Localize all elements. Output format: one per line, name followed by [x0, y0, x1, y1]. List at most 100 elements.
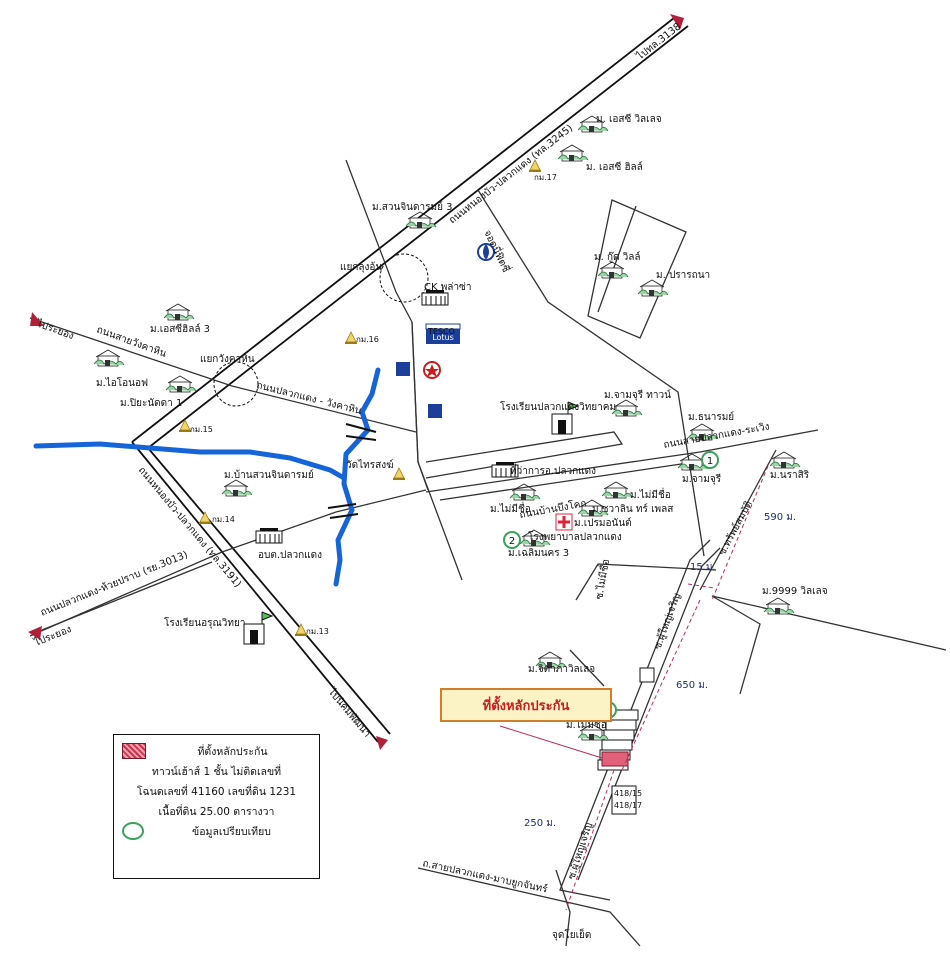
east-loop-road [477, 189, 705, 557]
highway-3245-edge [147, 25, 689, 449]
legend-row: โฉนดเลขที่ 41160 เลขที่ดิน 1231 [122, 781, 311, 801]
legend-row-subject: ที่ตั้งหลักประกัน [122, 741, 311, 761]
villa-9999-road [711, 595, 761, 695]
svg-text:1: 1 [707, 456, 713, 467]
gas-station-icon [396, 362, 410, 376]
subject-parcel [601, 751, 629, 767]
label-obt: อบต.ปลวกแดง [258, 550, 322, 561]
label-good-ville: ม. กู๊ด วิลล์ [594, 251, 641, 263]
label-sc-hill-3: ม.เอสซีฮิลล์ 3 [150, 323, 210, 335]
bridge-icon [327, 503, 359, 519]
label-jitapha-village: ม.จิตาภาวิลเลจ [528, 664, 595, 675]
wang-kha-hin-road [29, 317, 417, 433]
label-ck-plaza: CK พล่าซ่า [424, 282, 471, 293]
central-road-2 [411, 321, 429, 491]
comparable-marker-2: 2 [503, 531, 521, 549]
distance-line-250 [565, 769, 615, 911]
highway-3245 [131, 17, 675, 443]
label-home-villa: ม.ไอโอนอฟ [96, 376, 148, 389]
label-prem-anan: ม.เปรมอนันต์ [574, 517, 632, 529]
label-km14: กม.14 [212, 515, 235, 524]
label-distance-650: 650 ม. [676, 680, 708, 691]
village-icon [93, 349, 125, 367]
label-phu-yai-soi: ซ.ผู้ใหญ่เจริญ [652, 591, 683, 651]
village-icon [597, 261, 629, 279]
ptt-gas-icon [477, 243, 495, 261]
label-km17: กม.17 [534, 173, 557, 182]
label-villa-9999: ม.9999 วิลเลจ [762, 586, 828, 597]
jintana-lane [569, 649, 605, 687]
label-to-nikhom: ไปนิคมพัฒนา [325, 685, 373, 739]
label-pluak-wang-road: ถนนปลวกแดง - วังคาหิน [255, 380, 363, 417]
highway-3191-edge [147, 447, 391, 735]
label-to-rayong-bottom: ไประยอง [32, 623, 74, 649]
legend-item: โฉนดเลขที่ 41160 เลขที่ดิน 1231 [136, 785, 297, 798]
label-to-3138: ไปทล.3138 [634, 20, 684, 63]
phu-yai-soi-edge [577, 547, 721, 881]
label-km13: กม.13 [306, 627, 329, 636]
label-sc-villa: ม. เอสซี วิลเลจ [596, 113, 662, 125]
school-icon [551, 401, 580, 435]
school-icon [243, 611, 274, 645]
arrow-icon [30, 312, 44, 326]
arrow-icon [28, 626, 42, 640]
label-distance-250: 250 ม. [524, 818, 556, 829]
label-parcel-418-17: 418/17 [614, 801, 642, 810]
legend-item: เนื้อที่ดิน 25.00 ตารางวา [158, 805, 275, 818]
map-legend: ที่ตั้งหลักประกัน ทาวน์เฮ้าส์ 1 ชั้น ไม่… [113, 734, 320, 879]
label-ban-suan: ม.บ้านสวนจินดารมย์ [224, 469, 314, 481]
label-bottom-road: ถ.สายปลวกแดง-มาบยูกจันทร์ [421, 857, 549, 895]
village-icon [611, 399, 643, 417]
label-district-office: ที่ว่าการอ.ปลวกแดง [510, 463, 596, 477]
legend-row: เนื้อที่ดิน 25.00 ตารางวา [122, 801, 311, 821]
bridge-icon [345, 423, 377, 441]
label-temple: วัดไทรสงฆ์ [346, 459, 394, 471]
label-sap-somboon-soi: ซ.ทรัพย์สมบัติ [716, 499, 755, 558]
pluak-huai-prap-road-edge [41, 561, 213, 631]
upper-lane [575, 563, 717, 601]
label-pluak-rawing-road: ถนนสายปลวกแดง-ระเวิง [663, 421, 771, 451]
temple-icon [392, 467, 406, 481]
legend-item: ที่ตั้งหลักประกัน [197, 745, 268, 758]
legend-item: ทาวน์เฮ้าส์ 1 ชั้น ไม่ติดเลขที่ [151, 765, 282, 778]
junction-lung-on [379, 253, 429, 303]
village-icon [601, 481, 633, 499]
label-jamjuri-town: ม.จามจุรี ทาวน์ [604, 389, 671, 401]
collateral-callout: ที่ตั้งหลักประกัน [440, 688, 612, 722]
label-thanarom: ม.ธนารมย์ [688, 411, 734, 423]
label-school-top: โรงเรียนปลวกแดงวิทยาคม [500, 400, 616, 413]
label-sc-hill: ม. เอสซี ฮิลล์ [586, 161, 643, 173]
label-jamjuri: ม.จามจุรี [682, 473, 722, 485]
km-marker-icon [198, 511, 212, 525]
good-ville-inner [597, 205, 637, 313]
pluak-huai-prap-road [29, 489, 427, 637]
label-unnamed-1: ม.ไม่มีชื่อ [490, 501, 531, 515]
label-huai-prap-road: ถนนปลวกแดง-ห้วยปราบ (รย.3013) [39, 548, 190, 618]
label-chaloem-nakhon-3: ม.เฉลิมนคร 3 [508, 548, 569, 559]
pluak-rawing-road [425, 429, 819, 493]
lotus-store-icon: Lotus [425, 323, 461, 344]
label-tesco: TESCO [427, 327, 455, 336]
village-icon [763, 597, 795, 615]
village-icon [405, 211, 437, 229]
caltex-icon [423, 361, 441, 379]
river-west [33, 441, 347, 481]
label-distance-590: 590 ม. [764, 512, 796, 523]
village-icon [221, 479, 253, 497]
label-lung-on-junction: แยกลุงอ้น [340, 261, 382, 273]
bank-icon [428, 404, 442, 418]
label-distance-15: 15 ม. [690, 562, 716, 573]
svg-text:2: 2 [509, 536, 515, 547]
village-icon [769, 451, 801, 469]
label-wang-kha-hin-junction: แยกวังคาหิน [200, 354, 255, 365]
label-bottom-junction: จุดโยเย็ด [552, 927, 591, 941]
village-icon [557, 144, 589, 162]
pluak-rawing-road-edge [439, 459, 709, 501]
label-nararit: ม.นราสิริ [770, 470, 810, 481]
label-km15: กม.15 [190, 425, 213, 434]
sap-somboon-soi [699, 449, 777, 591]
junction-wang-kha-hin [213, 361, 259, 407]
subject-swatch-icon [122, 743, 146, 759]
label-suan-chin-3: ม.สวนจินดารมย์ 3 [372, 201, 453, 213]
bottom-road [417, 867, 641, 947]
